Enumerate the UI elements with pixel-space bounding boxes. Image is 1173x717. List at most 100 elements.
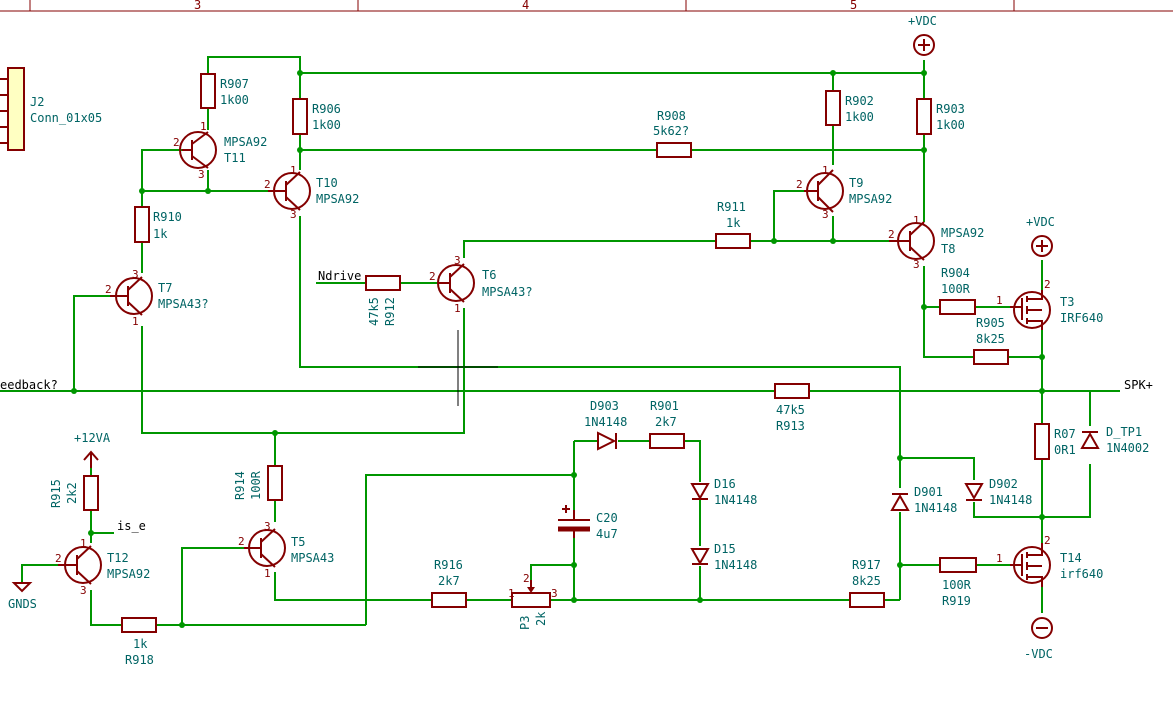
component-value: MPSA43 xyxy=(291,551,334,565)
diode-d902[interactable]: D902 1N4148 xyxy=(964,477,1032,507)
pin-number: 3 xyxy=(290,208,297,221)
component-ref: R905 xyxy=(976,316,1005,330)
component-value: Conn_01x05 xyxy=(30,111,102,125)
pin-number: 1 xyxy=(290,164,297,177)
component-ref: R904 xyxy=(941,266,970,280)
diode-d903[interactable]: D903 1N4148 xyxy=(584,399,627,451)
mosfet-t3[interactable]: 1 2 T3 IRF640 xyxy=(996,278,1103,330)
component-ref: T3 xyxy=(1060,295,1074,309)
power-label: +VDC xyxy=(908,14,937,28)
component-value: 1N4148 xyxy=(714,558,757,572)
resistor-r919[interactable]: 100R R919 xyxy=(939,557,977,608)
component-ref: D902 xyxy=(989,477,1018,491)
net-label-feedback: eedback? xyxy=(0,378,58,392)
resistor-r908[interactable]: R908 5k62? xyxy=(653,109,692,158)
component-value: 5k62? xyxy=(653,124,689,138)
resistor-r913[interactable]: 47k5 R913 xyxy=(774,383,810,433)
resistor-r915[interactable]: R915 2k2 xyxy=(49,475,99,511)
component-value: MPSA92 xyxy=(941,226,984,240)
component-ref: R913 xyxy=(776,419,805,433)
potentiometer-p3[interactable]: 1 2 3 P3 2k xyxy=(508,572,558,630)
pin-number: 3 xyxy=(132,268,139,281)
net-label-spk: SPK+ xyxy=(1124,378,1153,392)
power-gnds: GNDS xyxy=(8,582,37,611)
component-value: MPSA92 xyxy=(107,567,150,581)
transistor-t7[interactable]: 2 3 1 T7 MPSA43? xyxy=(105,268,209,328)
component-value: irf640 xyxy=(1060,567,1103,581)
resistor-r07[interactable]: R07 0R1 xyxy=(1034,423,1076,460)
component-value: 2k7 xyxy=(655,415,677,429)
pin-number: 1 xyxy=(996,294,1003,307)
pin-number: 3 xyxy=(264,520,271,533)
transistor-t6[interactable]: 2 3 1 T6 MPSA43? xyxy=(429,254,533,315)
pin-number: 3 xyxy=(551,587,558,600)
component-ref: C20 xyxy=(596,511,618,525)
pin-number: 2 xyxy=(173,136,180,149)
component-value: 2k2 xyxy=(65,482,79,504)
component-ref: R914 xyxy=(233,471,247,500)
transistor-t12[interactable]: 2 1 3 T12 MPSA92 xyxy=(55,537,150,597)
component-ref: T11 xyxy=(224,151,246,165)
pin-number: 2 xyxy=(1044,278,1051,291)
resistor-r911[interactable]: R911 1k xyxy=(715,200,751,249)
diode-d901[interactable]: D901 1N4148 xyxy=(890,485,957,515)
resistor-r904[interactable]: R904 100R xyxy=(939,266,976,315)
junctions xyxy=(71,70,1045,628)
resistor-r905[interactable]: R905 8k25 xyxy=(973,316,1009,365)
component-ref: R918 xyxy=(125,653,154,667)
component-value: 100R xyxy=(941,282,971,296)
component-value: 0R1 xyxy=(1054,443,1076,457)
power-vdc-t3: +VDC xyxy=(1026,215,1055,257)
resistor-r918[interactable]: 1k R918 xyxy=(121,617,157,667)
resistor-r901[interactable]: R901 2k7 xyxy=(649,399,685,449)
resistor-r917[interactable]: R917 8k25 xyxy=(849,558,885,608)
connector-j2[interactable]: J2 Conn_01x05 xyxy=(0,67,102,151)
resistor-r916[interactable]: R916 2k7 xyxy=(431,558,467,608)
pin-number: 1 xyxy=(132,315,139,328)
pin-number: 2 xyxy=(796,178,803,191)
pin-number: 2 xyxy=(523,572,530,585)
diode-d15[interactable]: D15 1N4148 xyxy=(690,542,757,572)
pin-number: 2 xyxy=(55,552,62,565)
diode-d-tp1[interactable]: D_TP1 1N4002 xyxy=(1080,425,1149,455)
resistor-r910[interactable]: R910 1k xyxy=(134,206,182,243)
component-value: 2k xyxy=(534,611,548,626)
component-value: 100R xyxy=(249,470,263,500)
resistor-r906[interactable]: R906 1k00 xyxy=(292,98,341,135)
power-vdc-top: +VDC xyxy=(908,14,937,56)
pin-number: 1 xyxy=(200,120,207,133)
component-ref: R912 xyxy=(383,297,397,326)
component-ref: D_TP1 xyxy=(1106,425,1142,439)
power-label: +12VA xyxy=(74,431,111,445)
capacitor-c20[interactable]: C20 4u7 xyxy=(558,505,618,541)
resistor-r912[interactable]: 47k5 R912 xyxy=(365,275,401,326)
diode-d16[interactable]: D16 1N4148 xyxy=(690,477,757,507)
power-vdc-neg: -VDC xyxy=(1024,617,1053,661)
transistor-t10[interactable]: 2 1 3 T10 MPSA92 xyxy=(264,164,359,221)
transistor-t8[interactable]: 2 1 3 MPSA92 T8 xyxy=(888,214,984,271)
pin-number: 3 xyxy=(913,258,920,271)
mosfet-t14[interactable]: 1 2 T14 irf640 xyxy=(996,534,1103,587)
component-ref: T10 xyxy=(316,176,338,190)
component-value: MPSA92 xyxy=(849,192,892,206)
component-ref: R07 xyxy=(1054,427,1076,441)
component-value: 1k00 xyxy=(312,118,341,132)
power-label: -VDC xyxy=(1024,647,1053,661)
column-label: 3 xyxy=(194,0,201,12)
pin-number: 1 xyxy=(913,214,920,227)
resistor-r914[interactable]: R914 100R xyxy=(233,465,283,501)
transistor-t11[interactable]: 2 1 3 MPSA92 T11 xyxy=(173,120,267,181)
component-ref: R910 xyxy=(153,210,182,224)
component-ref: R908 xyxy=(657,109,686,123)
component-ref: R903 xyxy=(936,102,965,116)
component-value: 1k00 xyxy=(845,110,874,124)
transistor-t5[interactable]: 2 3 1 T5 MPSA43 xyxy=(238,520,334,580)
resistor-r907[interactable]: R907 1k00 xyxy=(200,73,249,109)
pin-number: 1 xyxy=(822,164,829,177)
pin-number: 1 xyxy=(996,552,1003,565)
transistor-t9[interactable]: 2 1 3 T9 MPSA92 xyxy=(796,164,892,221)
pin-number: 3 xyxy=(454,254,461,267)
resistor-r903[interactable]: R903 1k00 xyxy=(916,98,965,135)
resistor-r902[interactable]: R902 1k00 xyxy=(825,90,874,126)
column-label: 4 xyxy=(522,0,529,12)
